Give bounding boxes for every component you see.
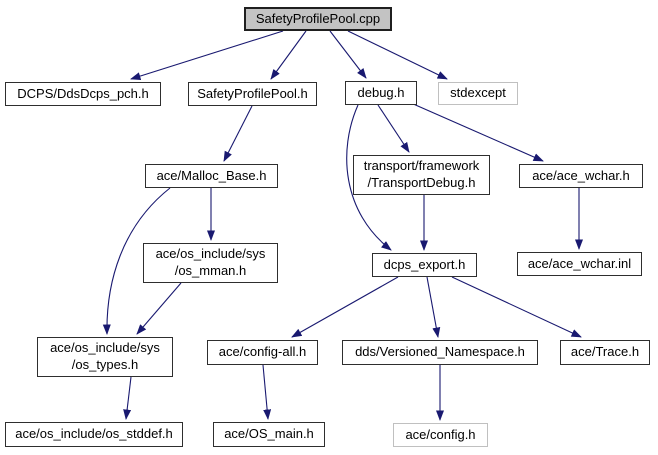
edge-dcps-export-h-to-ace-trace-h: [451, 276, 582, 338]
edge-dcps-export-h-to-ace-config-all-h: [291, 276, 399, 338]
graph-node-ace-os-types-h[interactable]: ace/os_include/sys /os_types.h: [37, 337, 173, 377]
graph-node-safetyprofilepool-h[interactable]: SafetyProfilePool.h: [188, 82, 317, 106]
graph-node-transportdebug-h[interactable]: transport/framework /TransportDebug.h: [353, 155, 490, 195]
edge-ace-os-mman-h-to-ace-os-types-h: [136, 282, 182, 335]
edge-dcps-export-h-to-dds-versioned-namespace-h: [426, 276, 441, 338]
edge-ace-config-all-h-to-ace-os-main-h: [262, 364, 272, 420]
graph-node-debug-h[interactable]: debug.h: [345, 81, 417, 105]
edge-safetyprofilepool-cpp-to-safetyprofilepool-h: [270, 30, 307, 80]
graph-node-ace-config-all-h[interactable]: ace/config-all.h: [207, 340, 318, 365]
graph-node-safetyprofilepool-cpp: SafetyProfilePool.cpp: [244, 7, 392, 31]
edge-ace-malloc-base-h-to-ace-os-types-h: [102, 187, 171, 335]
edge-debug-h-to-dcps-export-h: [346, 104, 392, 251]
graph-node-ace-config-h: ace/config.h: [393, 423, 488, 447]
edge-debug-h-to-transportdebug-h: [377, 104, 410, 153]
edge-debug-h-to-ace-ace-wchar-h: [410, 102, 544, 162]
edge-safetyprofilepool-h-to-ace-malloc-base-h: [223, 105, 253, 162]
graph-node-ace-malloc-base-h[interactable]: ace/Malloc_Base.h: [145, 164, 278, 188]
graph-node-ace-os-mman-h[interactable]: ace/os_include/sys /os_mman.h: [143, 243, 278, 283]
graph-node-ace-os-main-h[interactable]: ace/OS_main.h: [213, 422, 325, 447]
graph-node-dcps-ddsdcps-pch-h[interactable]: DCPS/DdsDcps_pch.h: [5, 82, 161, 106]
edge-safetyprofilepool-cpp-to-stdexcept: [347, 30, 448, 80]
graph-node-dds-versioned-namespace-h[interactable]: dds/Versioned_Namespace.h: [342, 340, 538, 365]
graph-node-stdexcept: stdexcept: [438, 82, 518, 105]
graph-node-ace-trace-h[interactable]: ace/Trace.h: [560, 340, 650, 365]
edge-safetyprofilepool-cpp-to-debug-h: [329, 30, 367, 79]
graph-node-ace-ace-wchar-h[interactable]: ace/ace_wchar.h: [519, 164, 643, 188]
edge-safetyprofilepool-cpp-to-dcps-ddsdcps-pch-h: [130, 30, 284, 80]
graph-node-ace-ace-wchar-inl[interactable]: ace/ace_wchar.inl: [517, 252, 642, 276]
graph-node-dcps-export-h[interactable]: dcps_export.h: [372, 253, 477, 277]
graph-node-ace-os-stddef-h[interactable]: ace/os_include/os_stddef.h: [5, 422, 183, 447]
edge-ace-os-types-h-to-ace-os-stddef-h: [123, 376, 132, 420]
